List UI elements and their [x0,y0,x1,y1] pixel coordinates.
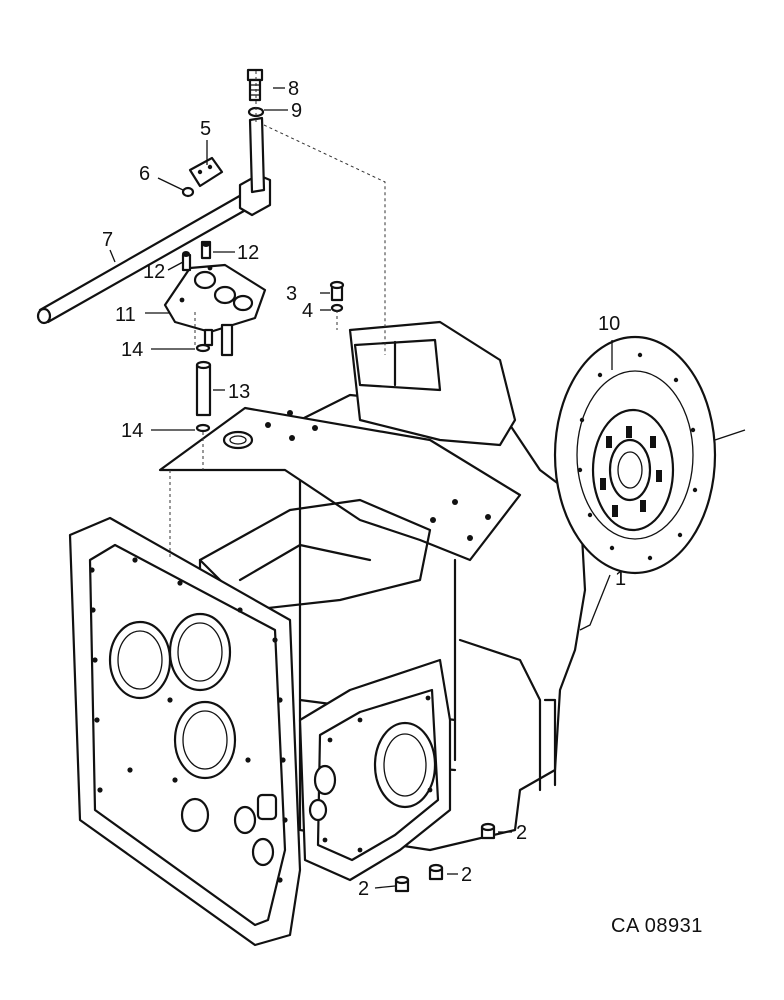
front-bore-left [108,620,172,700]
callout-10: 10 [598,313,620,335]
callout-12-right: 12 [237,242,259,264]
top-deck-bolt-holes [265,410,491,541]
shift-rod-assembly [36,68,496,893]
callout-14-lower: 14 [121,420,143,442]
callout-12-left: 12 [143,261,165,283]
callout-7: 7 [102,229,113,251]
front-bore-right [168,612,232,692]
o-ring-14b [195,423,211,433]
cover-plate [188,156,224,188]
callout-5: 5 [200,118,211,140]
adjusting-screw [246,68,264,102]
callout-11: 11 [115,304,136,326]
clutch-disc [553,335,746,575]
callout-1: 1 [615,568,626,590]
housing-front-face [68,516,302,947]
vertical-shift-shaft [248,116,266,194]
drawing-code: CA 08931 [611,915,703,937]
callout-2-left: 2 [358,878,369,900]
valve-block [163,263,267,357]
plugs-2 [394,822,496,893]
o-ring-14a [195,343,211,353]
callout-9: 9 [291,100,302,122]
callout-labels: 8 9 5 6 7 12 12 3 4 11 10 14 13 14 1 2 2… [102,78,626,900]
callout-13: 13 [228,381,250,403]
lock-ring-6 [181,186,195,198]
assembly-lines [169,70,386,560]
callout-2-middle: 2 [461,864,472,886]
side-flange [298,658,452,882]
tube-13 [195,363,212,417]
callout-6: 6 [139,163,150,185]
cap-screw-12a [181,253,192,272]
front-face-bolt-holes [89,557,288,883]
callout-4: 4 [302,300,313,322]
callout-3: 3 [286,283,297,305]
leader-lines [109,87,613,889]
callout-2-right: 2 [516,822,527,844]
front-bore-lower [173,700,237,780]
callout-14-upper: 14 [121,339,143,361]
callout-8: 8 [288,78,299,100]
